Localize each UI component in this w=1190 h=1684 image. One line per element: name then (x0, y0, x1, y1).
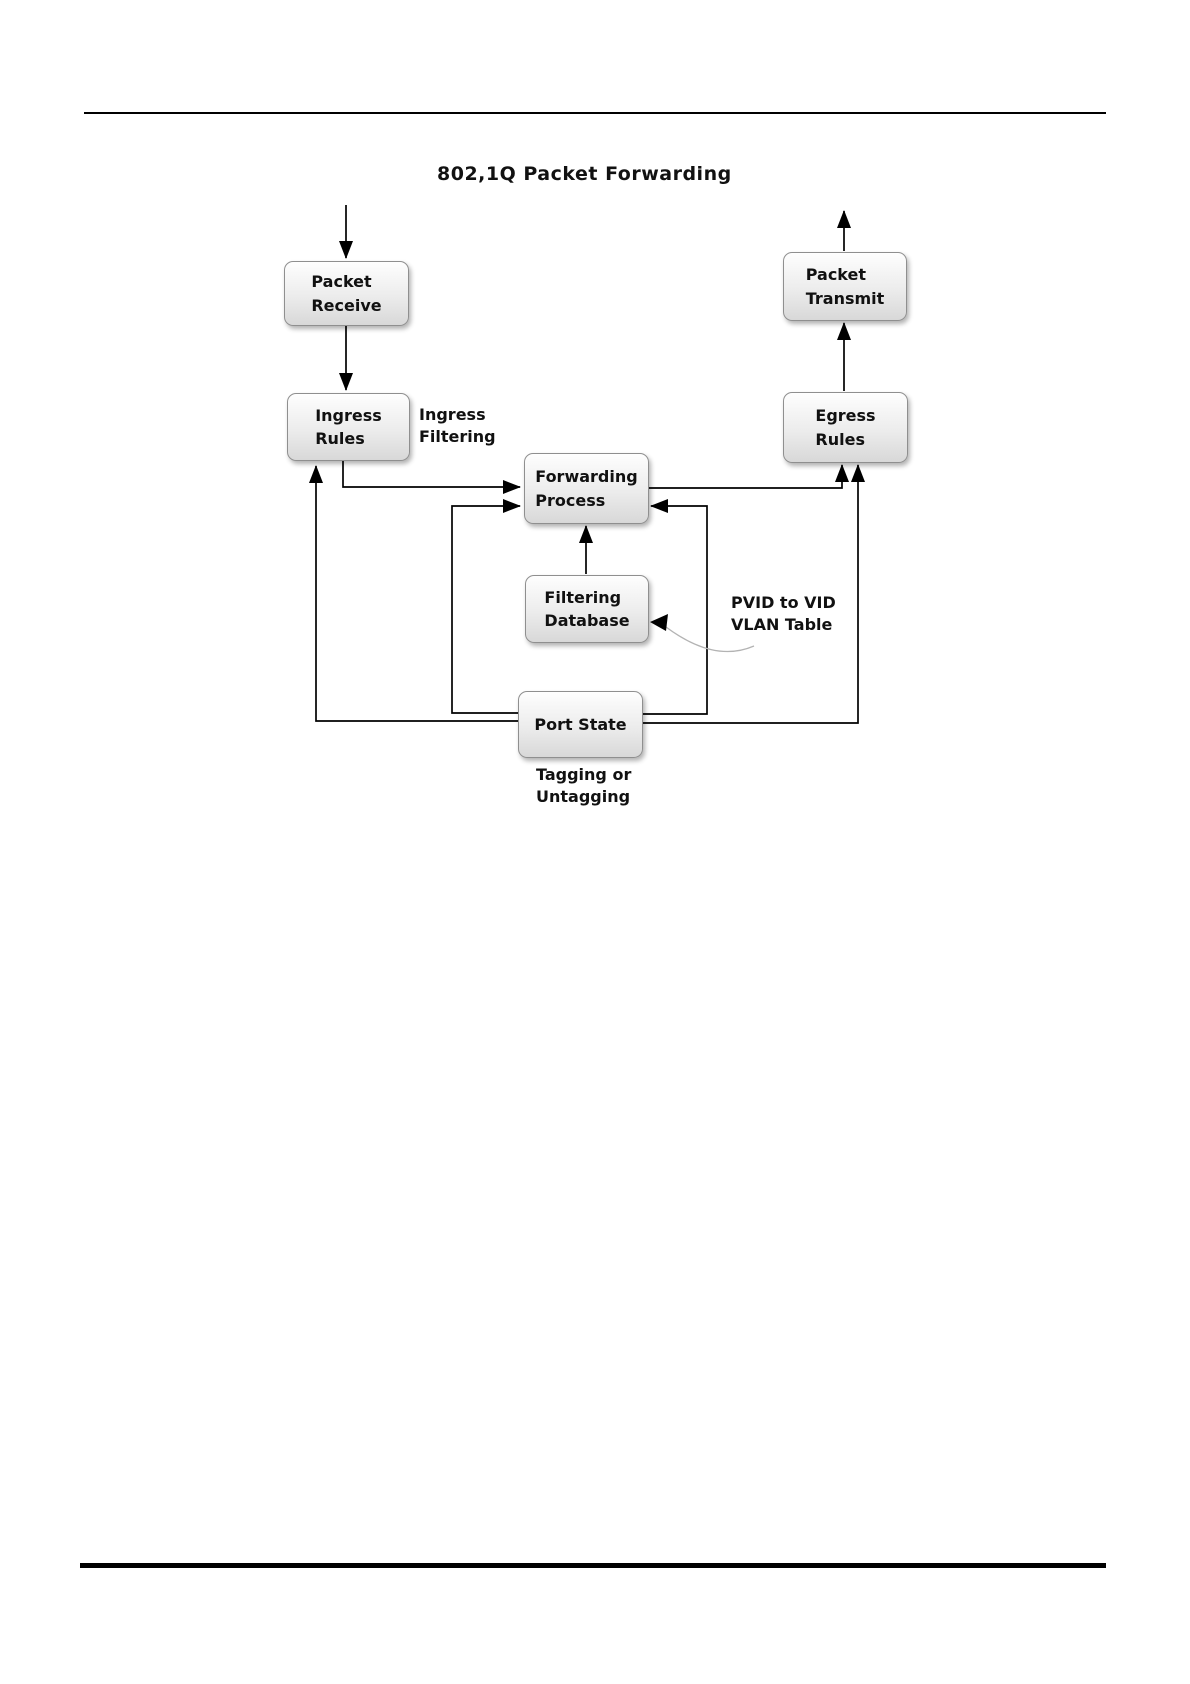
node-egress-rules: Egress Rules (783, 392, 908, 463)
diagram-title: 802,1Q Packet Forwarding (437, 163, 732, 185)
arrow-ingress-rules-to-forwarding-process (342, 460, 521, 494)
node-filtering-database: Filtering Database (525, 575, 649, 643)
node-forwarding-process: Forwarding Process (524, 453, 649, 524)
node-ingress-rules: Ingress Rules (287, 393, 410, 461)
arrow-port-state-to-ingress-rules (309, 465, 518, 722)
node-port-state: Port State (518, 691, 643, 758)
arrow-port-state-to-forwarding-process-right (641, 499, 708, 715)
pvid-note-connector-curve (665, 626, 755, 653)
header-rule (84, 112, 1106, 114)
arrow-port-state-to-egress-rules (641, 464, 865, 724)
node-packet-transmit: Packet Transmit (783, 252, 907, 321)
label-pvid-vlan-table: PVID to VID VLAN Table (731, 593, 836, 635)
node-port-state-label: Port State (534, 714, 627, 734)
label-tagging-or-untagging: Tagging or Untagging (536, 765, 632, 807)
node-packet-receive: Packet Receive (284, 261, 409, 326)
label-ingress-filtering: Ingress Filtering (419, 405, 496, 447)
node-egress-rules-label: Egress Rules (815, 406, 876, 449)
footer-rule (80, 1563, 1106, 1568)
pvid-note-arrowhead (650, 614, 668, 631)
arrow-port-state-to-forwarding-process-left (451, 499, 521, 714)
node-forwarding-process-label: Forwarding Process (535, 467, 638, 510)
node-ingress-rules-label: Ingress Rules (315, 405, 382, 448)
node-filtering-database-label: Filtering Database (544, 587, 630, 630)
node-packet-transmit-label: Packet Transmit (805, 265, 885, 308)
arrow-forwarding-process-to-egress-rules (648, 464, 849, 489)
node-packet-receive-label: Packet Receive (311, 272, 382, 315)
